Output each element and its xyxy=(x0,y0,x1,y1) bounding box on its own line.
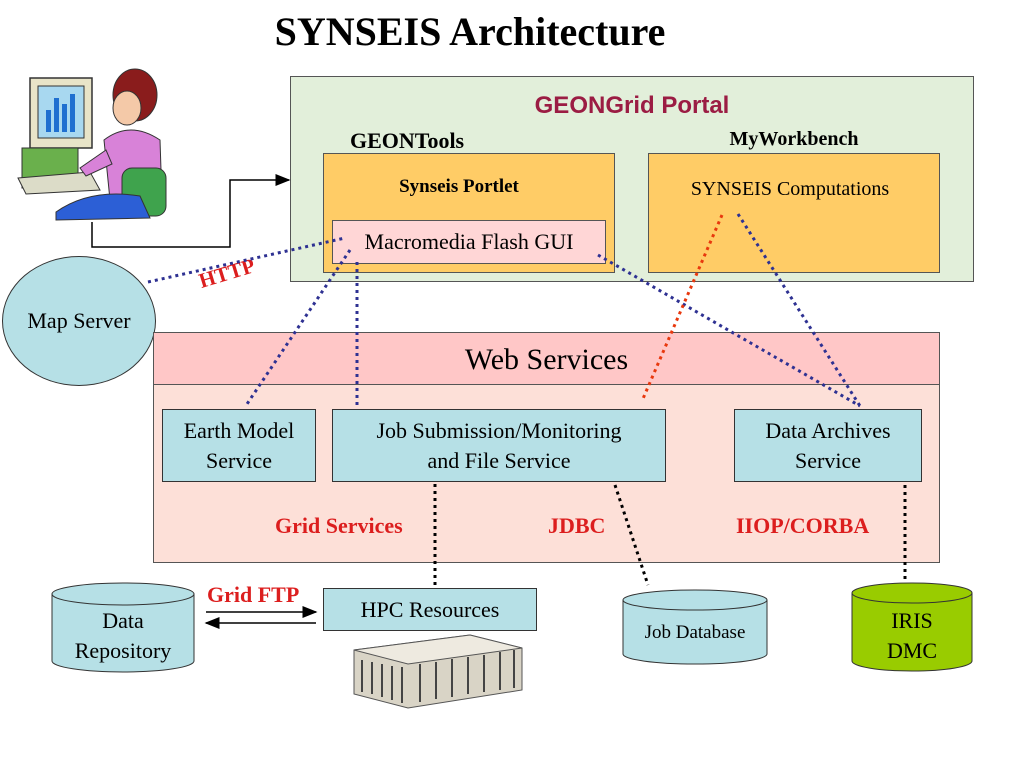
iris-dmc-line-2: DMC xyxy=(886,637,938,663)
user-at-computer-icon xyxy=(17,68,167,221)
myworkbench-box xyxy=(648,153,940,273)
server-racks-icon xyxy=(353,634,523,709)
job-database-label: Job Database xyxy=(644,622,746,643)
job-submission-line-1: Job Submission/Monitoring xyxy=(376,417,622,443)
web-services-header: Web Services xyxy=(153,332,940,385)
geontools-label: GEONTools xyxy=(350,128,465,153)
data-archives-line-2: Service xyxy=(795,447,861,473)
synseis-computations-label: SYNSEIS Computations xyxy=(690,178,890,200)
user-to-portal-arrow xyxy=(91,174,291,248)
iris-dmc-label: IRIS DMC xyxy=(852,606,972,665)
hpc-resources-box: HPC Resources xyxy=(323,588,537,631)
http-link xyxy=(147,236,346,284)
myworkbench-label: MyWorkbench xyxy=(729,128,859,150)
earth-model-line-1: Earth Model xyxy=(183,417,295,443)
computations-to-data-archives-link xyxy=(736,213,862,407)
earth-model-line-2: Service xyxy=(206,447,272,473)
job-database-cylinder xyxy=(622,589,768,665)
gui-to-earth-model-link xyxy=(245,249,352,405)
flash-gui-box: Macromedia Flash GUI xyxy=(332,220,606,264)
job-submission-service-box: Job Submission/Monitoring and File Servic… xyxy=(332,409,666,482)
page-title: SYNSEIS Architecture xyxy=(274,9,666,54)
data-repository-line-1: Data xyxy=(102,608,144,633)
synseis-portlet-label: Synseis Portlet xyxy=(399,176,519,197)
computations-to-job-submission-link xyxy=(640,214,724,402)
map-server-label: Map Server xyxy=(27,308,131,333)
gui-to-data-archives-link xyxy=(597,253,861,408)
jdbc-label: JDBC xyxy=(548,513,606,538)
job-to-database-link xyxy=(613,484,650,586)
map-server-node: Map Server xyxy=(2,256,156,386)
iiop-corba-label: IIOP/CORBA xyxy=(736,513,870,538)
iris-dmc-line-1: IRIS xyxy=(891,608,933,633)
data-repository-line-2: Repository xyxy=(74,637,172,663)
job-submission-line-2: and File Service xyxy=(427,447,571,473)
data-archives-line-1: Data Archives xyxy=(765,417,891,443)
portal-title: GEONGrid Portal xyxy=(534,92,730,119)
iris-dmc-cylinder xyxy=(851,582,973,672)
data-repository-cylinder xyxy=(51,582,195,673)
grid-services-label: Grid Services xyxy=(275,513,403,538)
grid-ftp-label: Grid FTP xyxy=(207,582,300,607)
